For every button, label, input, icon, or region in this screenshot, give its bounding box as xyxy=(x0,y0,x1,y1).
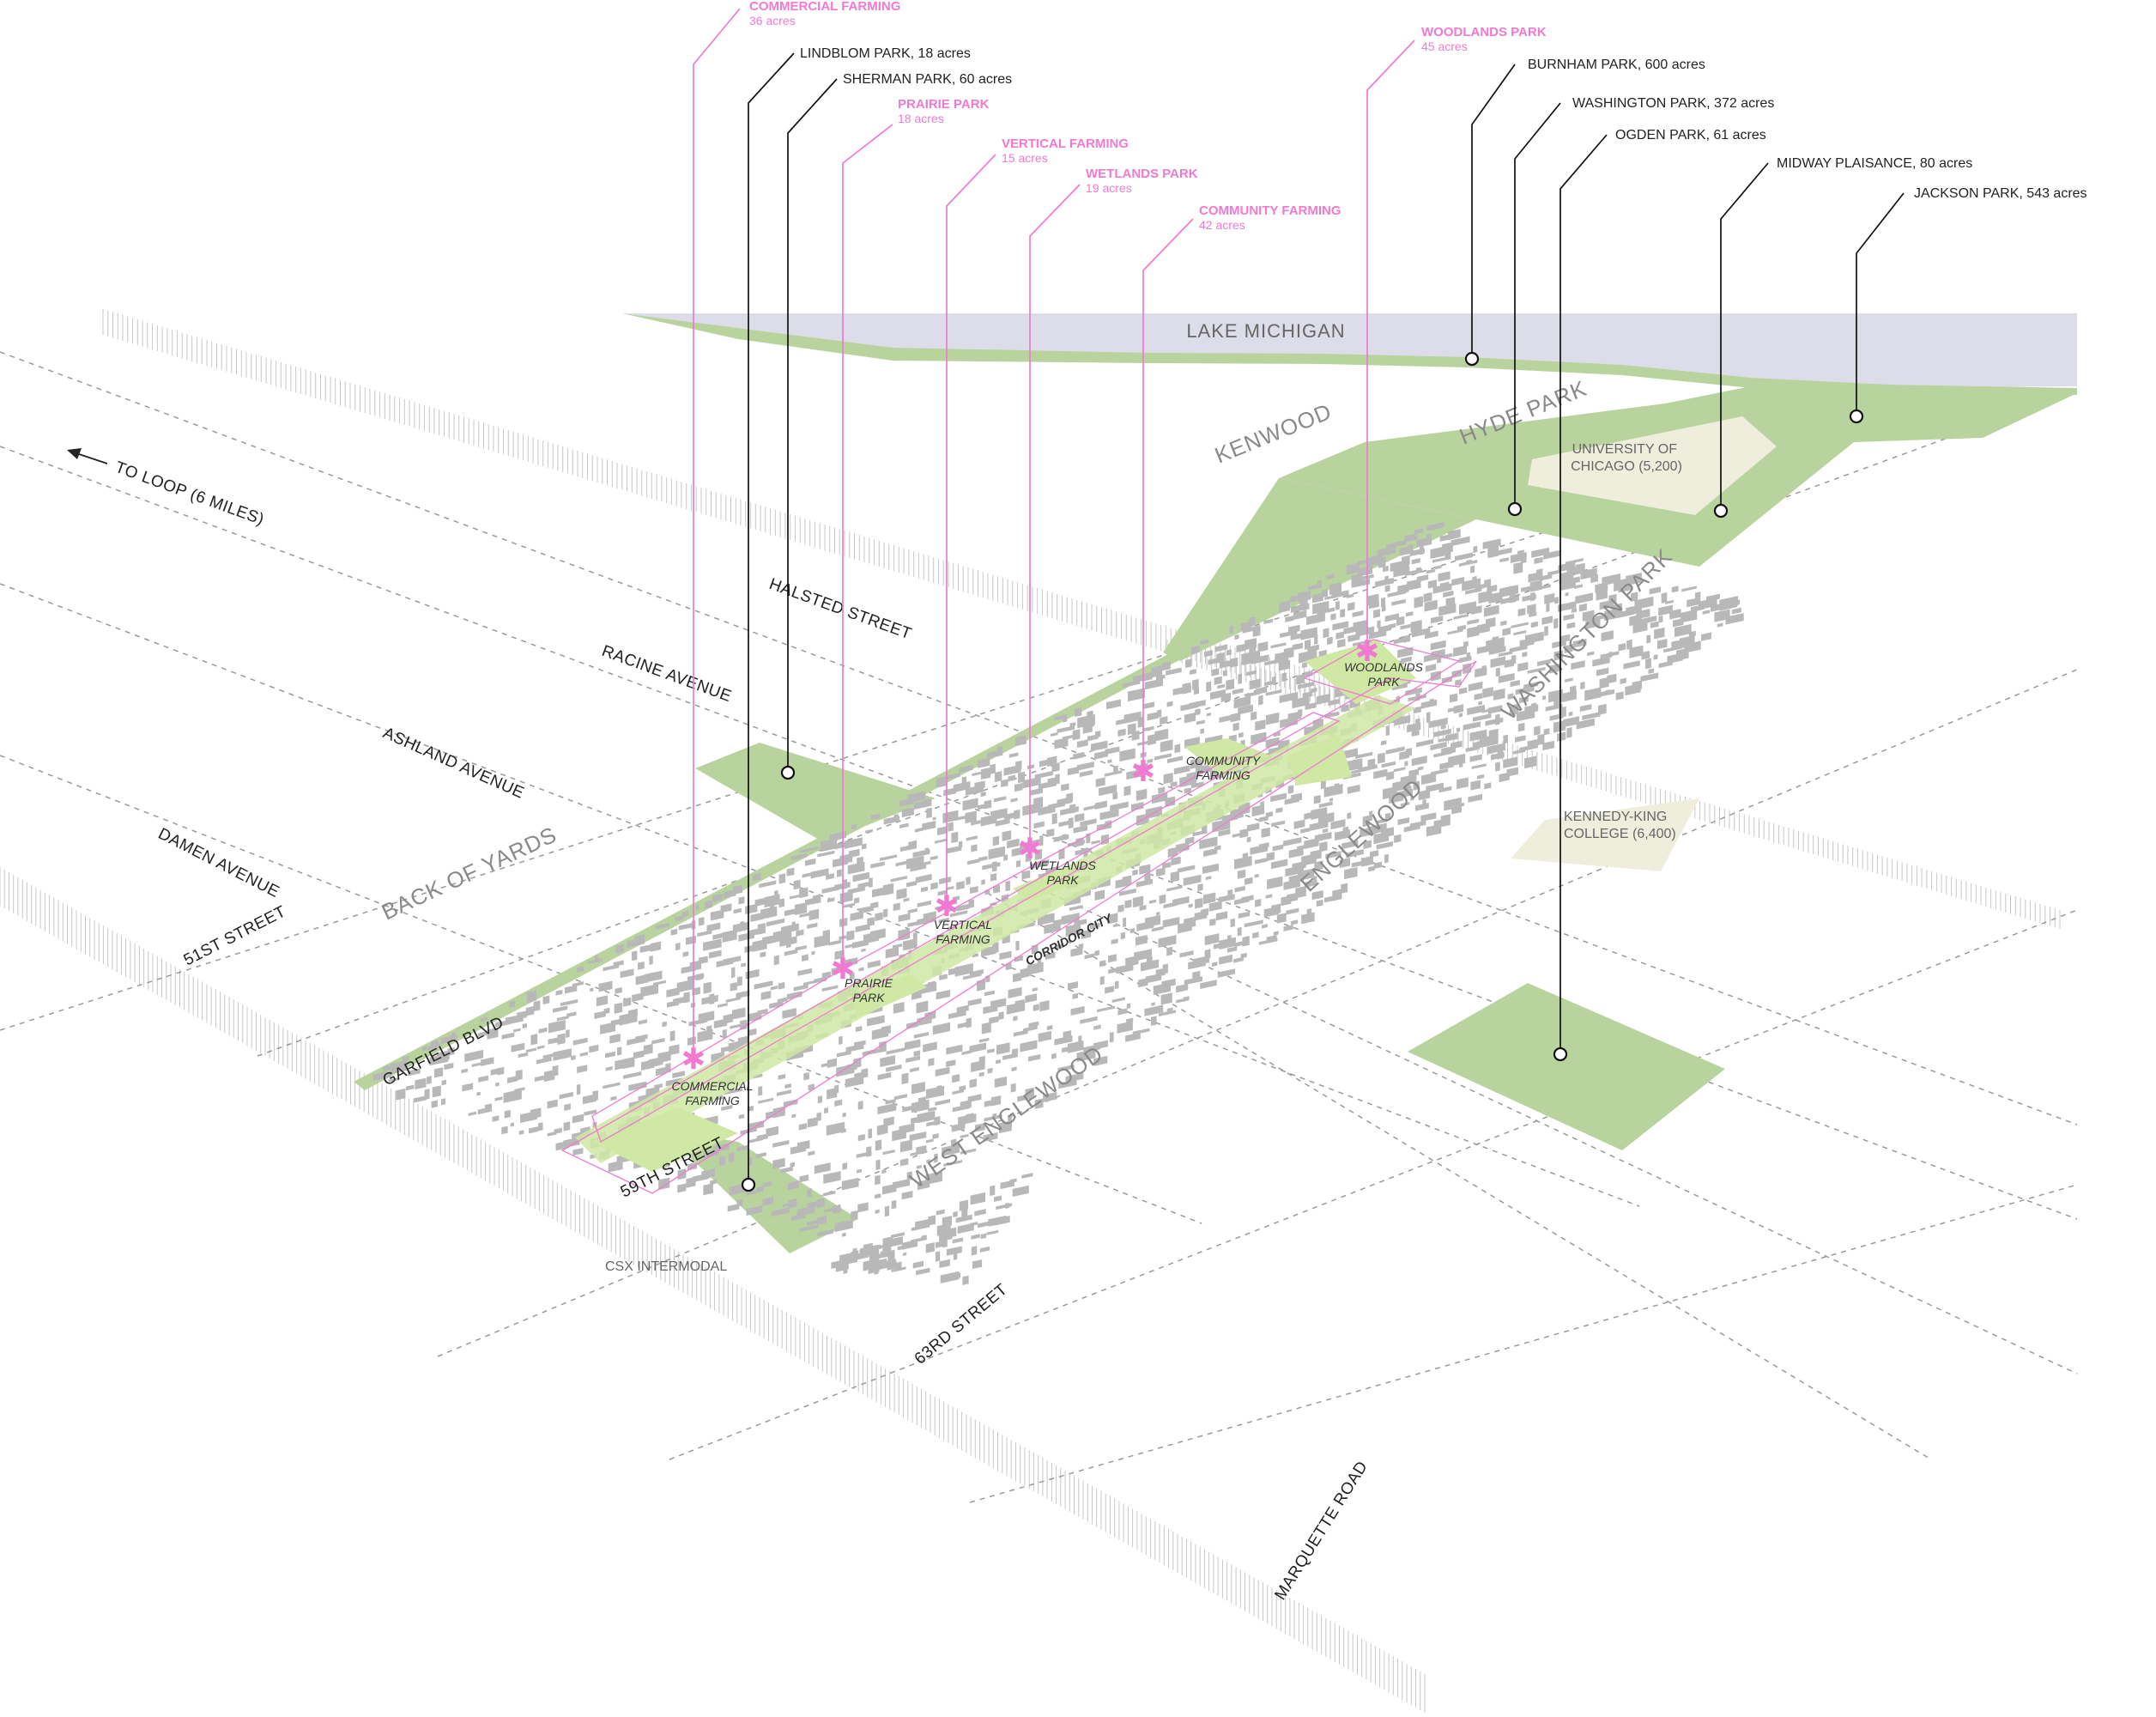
label-washington-park: WASHINGTON PARK, 372 acres xyxy=(1572,96,1774,111)
uchicago-label: UNIVERSITY OF CHICAGO (5,200) xyxy=(1571,442,1682,474)
ogden-park-green xyxy=(1408,983,1725,1150)
callout-commercial-farming xyxy=(693,8,741,1060)
street-ashland: ASHLAND AVENUE xyxy=(380,724,527,802)
zone-commercial-line2: FARMING xyxy=(685,1094,740,1107)
label-burnham: BURNHAM PARK, 600 acres xyxy=(1528,58,1705,72)
asterisk-marker-icon: ✱ xyxy=(1131,755,1156,789)
callout-sherman xyxy=(787,78,838,773)
csx-label: CSX INTERMODAL xyxy=(605,1259,727,1274)
callout-midway xyxy=(1720,162,1769,511)
zone-commercial-line1: COMMERCIAL xyxy=(672,1079,754,1093)
kennedy-king-line1: KENNEDY-KING xyxy=(1564,810,1667,824)
uchicago-line1: UNIVERSITY OF xyxy=(1572,442,1678,457)
callout-community-farming xyxy=(1142,218,1194,773)
callout-prairie-park xyxy=(842,124,893,970)
kennedy-king-label: KENNEDY-KING COLLEGE (6,400) xyxy=(1564,810,1676,841)
label-lindblom: LINDBLOM PARK, 18 acres xyxy=(800,46,971,61)
to-loop-direction: TO LOOP (6 MILES) xyxy=(67,448,267,529)
label-ogden: OGDEN PARK, 61 acres xyxy=(1615,128,1766,143)
label-sherman: SHERMAN PARK, 60 acres xyxy=(843,72,1012,87)
acres-commercial-farming: 36 acres xyxy=(749,14,796,27)
street-marquette: MARQUETTE ROAD xyxy=(1271,1458,1372,1603)
hood-west-englewood: WEST ENGLEWOOD xyxy=(905,1041,1108,1193)
washington-park-green xyxy=(1163,478,1476,661)
hood-englewood: ENGLEWOOD xyxy=(1295,774,1428,896)
zone-vertical-line1: VERTICAL xyxy=(934,918,992,931)
uchicago-line2: CHICAGO (5,200) xyxy=(1571,459,1682,474)
street-halsted: HALSTED STREET xyxy=(766,575,914,644)
street-grid xyxy=(0,351,2078,1503)
proposed-park-labels: COMMERCIAL FARMING 36 acres PRAIRIE PARK… xyxy=(749,0,1547,232)
asterisk-marker-icon: ✱ xyxy=(681,1042,706,1077)
acres-woodlands-park: 45 acres xyxy=(1421,39,1468,53)
hood-kenwood: KENWOOD xyxy=(1211,398,1335,469)
zone-prairie-line2: PARK xyxy=(852,991,885,1004)
lake-michigan xyxy=(622,313,2077,388)
asterisk-marker-icon: ✱ xyxy=(1018,832,1043,866)
acres-community-farming: 42 acres xyxy=(1199,218,1245,232)
street-labels: HALSTED STREET RACINE AVENUE ASHLAND AVE… xyxy=(155,575,1372,1604)
acres-wetlands-park: 19 acres xyxy=(1086,181,1132,195)
callout-vertical-farming xyxy=(946,154,996,907)
callout-jackson xyxy=(1856,192,1905,416)
callout-dots xyxy=(741,351,1864,1192)
railway-park-strip xyxy=(354,515,1438,1090)
kennedy-king-line2: COLLEGE (6,400) xyxy=(1564,827,1676,841)
sherman-park-green xyxy=(695,743,936,850)
callout-ogden xyxy=(1559,134,1608,1054)
zone-woodlands-line2: PARK xyxy=(1367,675,1400,689)
label-woodlands-park: WOODLANDS PARK xyxy=(1421,25,1547,39)
existing-park-callouts xyxy=(748,52,1905,1185)
callout-lindblom xyxy=(748,52,795,1185)
asterisk-marker-icon: ✱ xyxy=(935,889,960,924)
label-commercial-farming: COMMERCIAL FARMING xyxy=(749,0,900,14)
proposed-park-callouts xyxy=(693,8,1415,1060)
street-damen: DAMEN AVENUE xyxy=(155,825,282,901)
zone-woodlands-line1: WOODLANDS xyxy=(1344,660,1423,674)
asterisk-marker-icon: ✱ xyxy=(831,952,856,986)
uchicago-campus xyxy=(1528,416,1777,515)
arrow-left-icon xyxy=(67,448,82,459)
label-prairie-park: PRAIRIE PARK xyxy=(898,97,990,112)
callout-woodlands-park xyxy=(1366,39,1415,652)
zone-community-line2: FARMING xyxy=(1196,768,1251,782)
street-51st: 51ST STREET xyxy=(181,902,289,969)
to-loop-label: TO LOOP (6 MILES) xyxy=(112,458,266,529)
zone-prairie-line1: PRAIRIE xyxy=(845,976,893,990)
zone-community-line1: COMMUNITY xyxy=(1186,754,1262,767)
street-63rd: 63RD STREET xyxy=(911,1280,1011,1368)
callout-washington-park xyxy=(1514,102,1561,509)
label-community-farming: COMMUNITY FARMING xyxy=(1199,203,1341,218)
hood-back-of-yards: BACK OF YARDS xyxy=(378,822,560,925)
label-jackson: JACKSON PARK, 543 acres xyxy=(1914,186,2087,201)
label-vertical-farming: VERTICAL FARMING xyxy=(1002,137,1129,151)
callout-wetlands-park xyxy=(1029,184,1081,850)
kennedy-king-campus xyxy=(1511,798,1699,871)
lake-label: LAKE MICHIGAN xyxy=(1186,320,1345,342)
acres-prairie-park: 18 acres xyxy=(898,112,944,125)
street-racine: RACINE AVENUE xyxy=(599,642,734,706)
callout-burnham xyxy=(1471,64,1516,359)
label-midway: MIDWAY PLAISANCE, 80 acres xyxy=(1777,156,1972,171)
label-wetlands-park: WETLANDS PARK xyxy=(1086,167,1198,181)
proposed-park-markers: ✱ ✱ ✱ ✱ ✱ ✱ xyxy=(681,634,1380,1077)
zone-vertical-line2: FARMING xyxy=(936,932,990,946)
asterisk-marker-icon: ✱ xyxy=(1355,634,1380,669)
acres-vertical-farming: 15 acres xyxy=(1002,151,1048,165)
existing-park-labels: LINDBLOM PARK, 18 acres SHERMAN PARK, 60… xyxy=(800,46,2087,201)
zone-wetlands-line2: PARK xyxy=(1046,873,1079,887)
lakefront-strip xyxy=(622,313,2077,395)
zone-wetlands-line1: WETLANDS xyxy=(1029,858,1096,872)
hatched-edges xyxy=(0,309,2061,1713)
